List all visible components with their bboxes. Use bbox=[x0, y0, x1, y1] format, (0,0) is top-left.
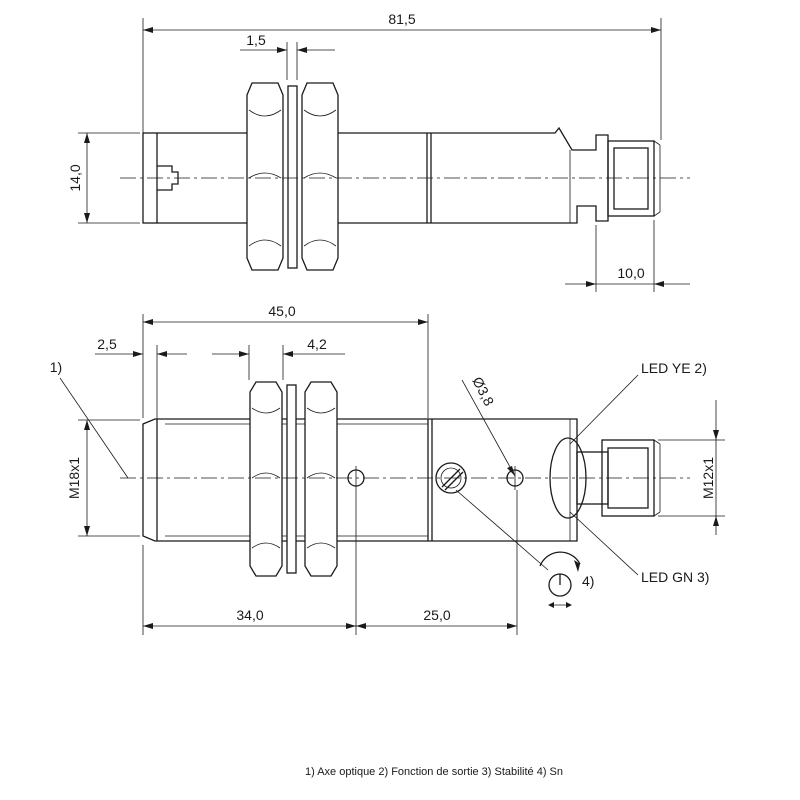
side-nut-right bbox=[304, 381, 338, 577]
dim-thread-connector-label: M12x1 bbox=[700, 457, 716, 499]
top-body-rear bbox=[335, 126, 609, 224]
dim-hole-to-pot: 25,0 bbox=[356, 490, 518, 635]
callout-adjust-label: 4) bbox=[582, 573, 594, 589]
dim-nut-width: 4,2 bbox=[212, 336, 345, 380]
top-washer bbox=[287, 85, 298, 269]
callout-optical-axis-label: 1) bbox=[50, 359, 62, 375]
legend: 1) Axe optique 2) Fonction de sortie 3) … bbox=[305, 766, 563, 778]
dim-nut-gap: 1,5 bbox=[240, 32, 335, 80]
dim-thread-main: M18x1 bbox=[66, 419, 140, 537]
dim-thread-connector: M12x1 bbox=[658, 400, 725, 535]
dim-total-length-label: 81,5 bbox=[388, 11, 415, 27]
dim-front-to-hole-label: 34,0 bbox=[236, 607, 263, 623]
dim-nut-width-label: 4,2 bbox=[307, 336, 327, 352]
dim-hole-diameter-label: Ø3,8 bbox=[469, 374, 497, 408]
side-view: 45,0 2,5 4,2 M18x1 bbox=[50, 303, 725, 635]
dim-body-length: 45,0 bbox=[142, 303, 429, 418]
dim-hole-to-pot-label: 25,0 bbox=[423, 607, 450, 623]
callout-led-yellow-label: LED YE 2) bbox=[641, 360, 707, 376]
dim-connector-length-label: 10,0 bbox=[617, 265, 644, 281]
top-connector bbox=[607, 140, 661, 217]
top-view: 81,5 1,5 14,0 bbox=[67, 11, 690, 292]
pot-leader bbox=[455, 489, 549, 571]
callout-led-yellow: LED YE 2) bbox=[569, 360, 707, 445]
potentiometer-adjust-icon: 4) bbox=[539, 551, 594, 608]
dim-hole-diameter: Ø3,8 bbox=[461, 374, 516, 477]
top-nut-left bbox=[246, 82, 284, 271]
callout-led-green: LED GN 3) bbox=[569, 511, 709, 585]
dim-front-to-hole: 34,0 bbox=[142, 490, 357, 635]
dim-total-length: 81,5 bbox=[142, 11, 662, 140]
callout-optical-axis: 1) bbox=[50, 359, 129, 479]
top-nut-right bbox=[301, 82, 339, 271]
dim-connector-length: 10,0 bbox=[565, 220, 690, 292]
dim-body-length-label: 45,0 bbox=[268, 303, 295, 319]
dim-height: 14,0 bbox=[67, 132, 140, 224]
dim-height-label: 14,0 bbox=[67, 164, 83, 191]
dim-nut-gap-label: 1,5 bbox=[246, 32, 266, 48]
side-washer bbox=[286, 384, 297, 574]
dim-thread-main-label: M18x1 bbox=[66, 457, 82, 499]
side-body bbox=[142, 418, 578, 542]
side-nut-left bbox=[249, 381, 283, 577]
dim-thread-start: 2,5 bbox=[95, 336, 187, 420]
dim-thread-start-label: 2,5 bbox=[97, 336, 117, 352]
callout-led-green-label: LED GN 3) bbox=[641, 569, 709, 585]
